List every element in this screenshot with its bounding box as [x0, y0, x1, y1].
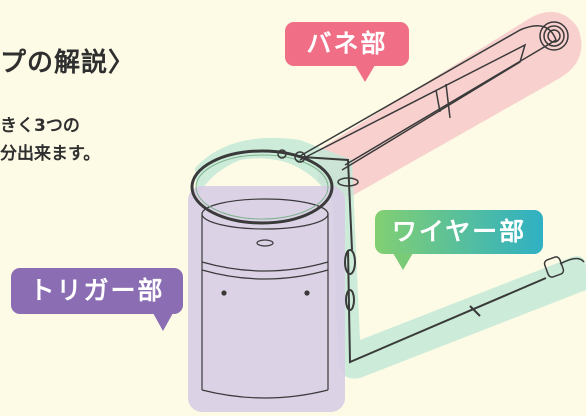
trigger-label-pointer — [153, 313, 173, 331]
wire-label-pointer — [393, 253, 413, 270]
trigger-label-text: トリガー部 — [29, 276, 165, 305]
trigger-section-highlight — [188, 186, 345, 412]
trigger-ring — [190, 149, 334, 225]
spring-label-text: バネ部 — [306, 29, 388, 58]
wire-section-highlight — [195, 137, 586, 379]
trigger-section-label: トリガー部 — [11, 268, 183, 331]
spring-section-label: バネ部 — [285, 22, 409, 82]
description-line-1: きく3つの — [0, 116, 80, 136]
wire-label-text: ワイヤー部 — [391, 217, 527, 246]
wire-hook — [543, 256, 585, 278]
page-heading: プの解説〉 — [0, 48, 136, 78]
description-text: きく3つの 分出来ます。 — [0, 112, 100, 168]
wire-cable — [301, 156, 547, 364]
spring-label-pointer — [355, 65, 375, 82]
description-line-2: 分出来ます。 — [0, 144, 101, 164]
spring-arms — [299, 21, 569, 171]
trigger-bucket — [201, 198, 329, 399]
wire-section-label: ワイヤー部 — [375, 210, 543, 270]
